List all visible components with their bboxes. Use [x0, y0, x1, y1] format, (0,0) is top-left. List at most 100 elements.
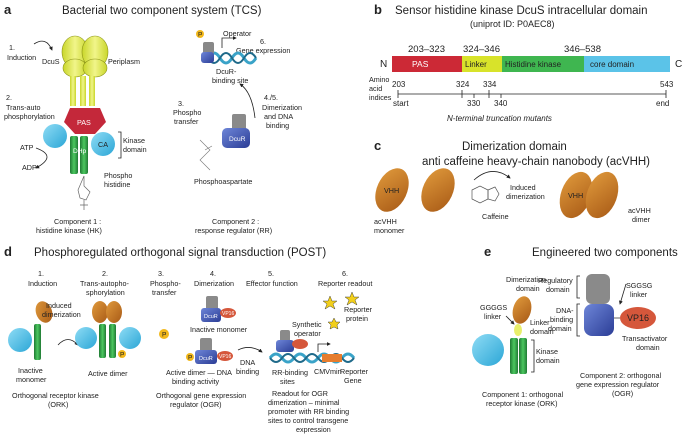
d-active-dna-2: binding activity [172, 377, 220, 386]
segment-linker [462, 56, 502, 72]
e-kinase-1: Kinase [536, 347, 558, 356]
e-gggs-2: linker [484, 312, 502, 321]
step-45-number: 4./5. [264, 93, 278, 102]
e-ca-domain [472, 334, 504, 366]
step-1-number: 1. [9, 43, 15, 52]
e-linker-2: domain [530, 327, 554, 336]
d-phosphate-free [159, 329, 169, 339]
d-dna-binding-arrow [237, 347, 263, 353]
monomer-label-2: monomer [374, 226, 405, 235]
index-330: 330 [467, 99, 481, 108]
dimerization-3: binding [266, 121, 289, 130]
segment-kinase-label: Histidine kinase [505, 60, 562, 69]
d-reporter-star-2 [344, 291, 360, 306]
d-phosphate-dimer-p: P [120, 352, 125, 359]
d-monomer-kinase [34, 324, 41, 360]
d-reporter-gene-block [322, 354, 342, 362]
index-543: 543 [660, 80, 674, 89]
e-kinase-bracket [531, 339, 535, 373]
index-ticks [397, 90, 667, 98]
panel-b-title: Sensor histidine kinase DcuS intracellul… [395, 5, 648, 17]
dimerization-arrow-c [473, 171, 511, 181]
trans-auto-line2: phosphorylation [4, 112, 55, 121]
d-ogr-vp16-mono-label: VP16 [222, 311, 234, 317]
caffeine-label: Caffeine [482, 212, 509, 221]
e-reg-1: Regulatory [538, 276, 573, 285]
d-step-4-label: Dimerization [194, 279, 234, 288]
panel-d-letter: d [4, 244, 12, 259]
vhh-label-dimer: VHH [568, 191, 583, 200]
d-phosphate-ogr-p: P [188, 355, 193, 362]
ca-label: CA [98, 140, 108, 149]
d-monomer-ca [8, 328, 32, 352]
e-kinase-helix-1 [510, 338, 518, 374]
kinase-bracket [118, 131, 122, 159]
d-step-3-label-2: transfer [152, 288, 177, 297]
component2-title: Component 2 : [212, 217, 259, 226]
d-ogr-2: regulator (OGR) [170, 400, 222, 409]
e-linker-domain [514, 324, 522, 336]
e-gggs-1: GGGGS [480, 303, 507, 312]
step-2-number: 2. [6, 93, 12, 102]
d-cmv-label: CMVmin [314, 367, 342, 376]
e-comp2-1: Component 2: orthogonal [580, 371, 662, 380]
index-324: 324 [456, 80, 470, 89]
induction-arrow [33, 40, 53, 51]
d-ogr-reg-dna [280, 330, 290, 342]
dcur-site-2: binding site [212, 76, 248, 85]
index-340: 340 [494, 99, 508, 108]
atp-adp-arrow [35, 147, 48, 169]
e-comp2-3: (OGR) [612, 389, 633, 398]
d-inactive-mono: Inactive monomer [190, 325, 248, 334]
d-induction-arrow [57, 339, 79, 346]
segment-core-label: core domain [590, 60, 634, 69]
d-dimer-kinase-2 [109, 324, 116, 358]
segment-core-domain [584, 56, 670, 72]
amino-label-2: acid [369, 84, 382, 93]
e-vp16-domain [620, 307, 656, 329]
panel-e-letter: e [484, 244, 491, 259]
phospho-histidine-structure [77, 175, 91, 210]
e-reg-2: domain [546, 285, 570, 294]
panel-e-title: Engineered two components [532, 247, 678, 259]
panel-c-title-1: Dimerization domain [462, 141, 567, 153]
d-induced-2: dimerization [42, 310, 81, 319]
d-ogr-1: Orthogonal gene expression [156, 391, 246, 400]
component1-subtitle: histidine kinase (HK) [36, 226, 102, 235]
tm-helix-2 [80, 76, 86, 106]
panel-d-title: Phosphoregulated orthogonal signal trans… [34, 247, 326, 259]
d-dna-binding-2: binding [236, 367, 259, 376]
dimer-label-1: acVHH [628, 206, 651, 215]
d-ogr-dcur-dna [276, 340, 294, 352]
e-comp1-2: receptor kinase (ORK) [486, 399, 558, 408]
index-334: 334 [483, 80, 497, 89]
d-step-6-label: Reporter readout [318, 279, 372, 288]
pas-label: PAS [77, 118, 91, 127]
panel-a-title: Bacterial two component system (TCS) [62, 5, 262, 17]
d-reporter-1: Reporter [344, 305, 373, 314]
kinase-label-2: domain [123, 145, 147, 154]
phosphate-badge [196, 30, 204, 38]
d-rep-gene-2: Gene [344, 376, 362, 385]
d-ogr-vp16-dna [292, 339, 308, 349]
d-reporter-star-1 [322, 295, 338, 310]
tm-helix-1 [70, 76, 76, 106]
d-readout-5: expression [296, 425, 331, 434]
e-trans-2: domain [636, 343, 660, 352]
dcur-protein [222, 128, 250, 148]
d-ogr-dcur-mono-label: DcuR [204, 314, 218, 320]
vhh-label-1: VHH [384, 186, 399, 195]
d-step-3-label-1: Phospho- [150, 279, 181, 288]
e-sggsg-pointer [619, 283, 627, 305]
ca-domain-right [91, 132, 115, 156]
dcur-regulatory [232, 114, 246, 130]
e-comp2-2: gene expression regulator [576, 380, 660, 389]
d-step-1-label: Induction [28, 279, 57, 288]
d-step-2-label-1: Trans-autopho- [80, 279, 129, 288]
phospho-transfer-1: Phospho [173, 108, 201, 117]
panel-b-uniprot: (uniprot ID: P0AEC8) [470, 19, 555, 29]
segment-linker-label: Linker [465, 60, 487, 69]
phospho-histidine-2: histidine [104, 180, 130, 189]
step-6-number: 6. [260, 37, 266, 46]
segment-pas [392, 56, 462, 72]
